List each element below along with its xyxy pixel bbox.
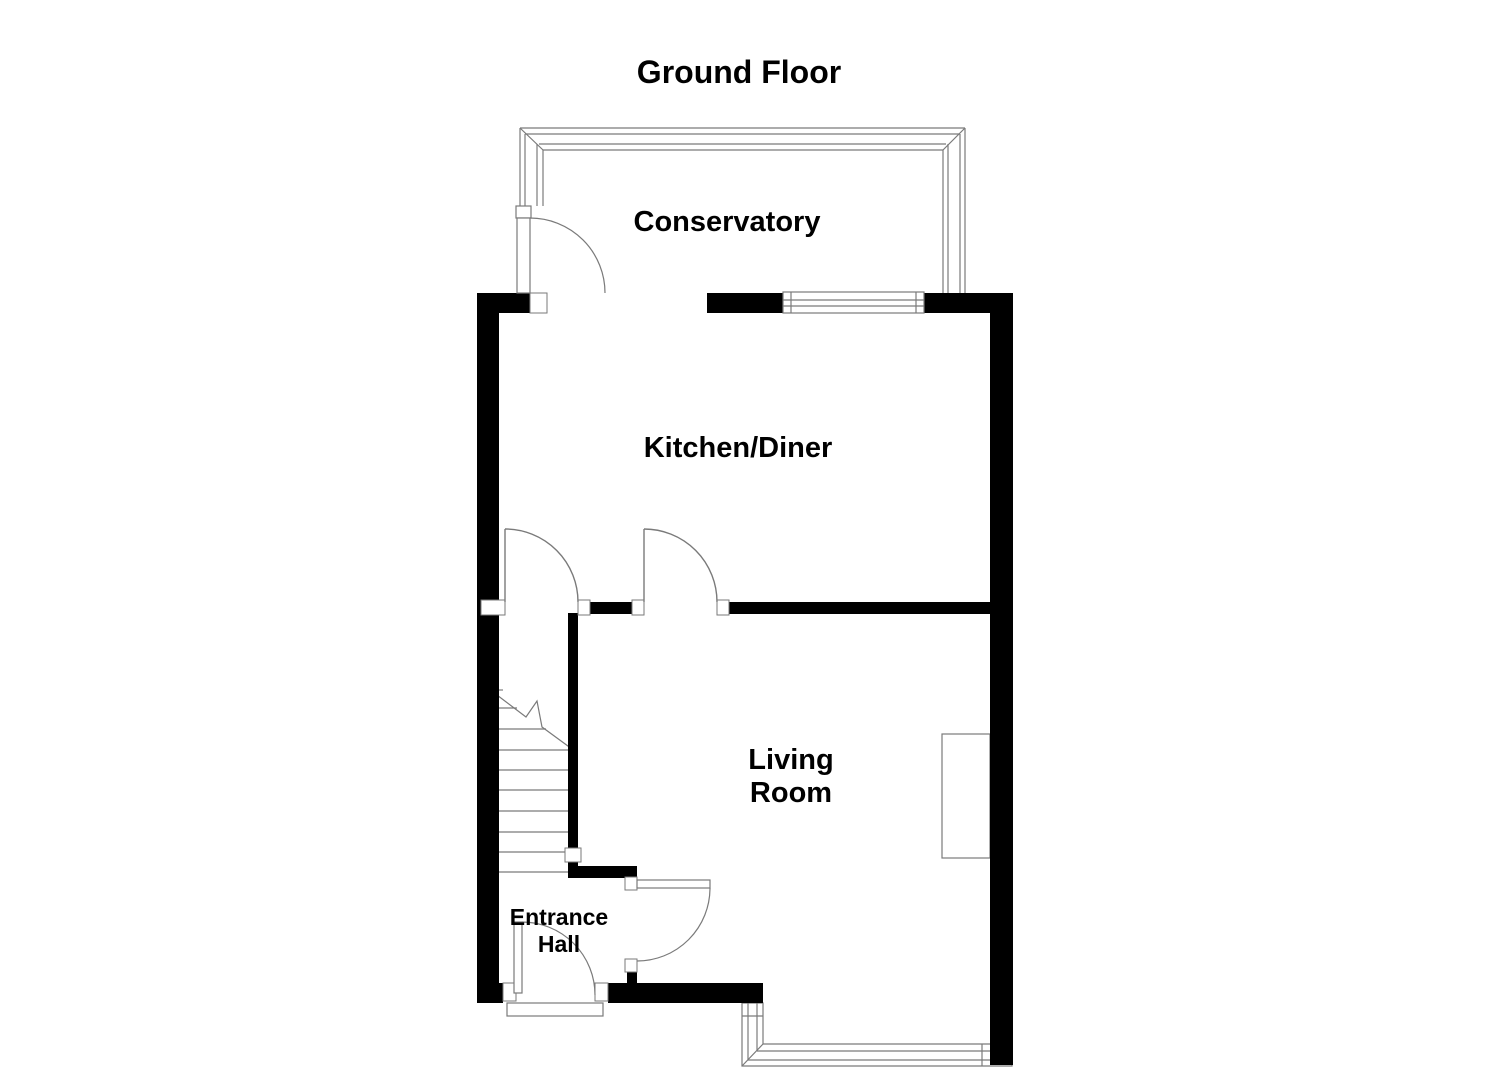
wall-top-right (920, 293, 993, 313)
walls (477, 293, 1013, 1065)
wall-hall-horizontal (568, 866, 637, 878)
kitchen-conservatory-window (782, 291, 925, 314)
wall-hall-divider (568, 613, 578, 848)
stair-break-line (492, 691, 573, 750)
door-swing-arc (636, 887, 711, 962)
door-swing-arc (529, 217, 606, 294)
wall-top-mid (707, 293, 787, 313)
front-door (513, 921, 596, 996)
wall-bottom-left (477, 983, 503, 1003)
door-swing-arc (504, 528, 579, 603)
wall-left (477, 293, 499, 1003)
conservatory-glazed-walls (519, 127, 966, 303)
wall-kitchen-bottom-a (590, 602, 632, 614)
door-swing-arc (643, 528, 718, 603)
room-label-living-room: Living Room (748, 744, 834, 809)
door-jambs (480, 292, 730, 1002)
kitchen-living-room-door (643, 528, 718, 603)
front-step (506, 1002, 604, 1017)
room-label-conservatory: Conservatory (633, 206, 821, 238)
living-room-door (636, 879, 711, 962)
staircase (492, 689, 573, 873)
door-swing-arc (521, 921, 596, 996)
living-room-bay-window (741, 1002, 1013, 1067)
wall-top-left (477, 293, 530, 313)
chimney-breast (941, 733, 991, 859)
wall-living-door-stub (627, 971, 637, 985)
wall-kitchen-bottom-b (729, 602, 990, 614)
room-label-entrance-hall: Entrance Hall (509, 904, 609, 957)
wall-bottom-mid (608, 983, 763, 1003)
room-label-kitchen-diner: Kitchen/Diner (643, 432, 833, 464)
wall-right (990, 293, 1013, 1065)
conservatory-door (515, 205, 606, 294)
kitchen-hall-door (504, 528, 579, 603)
page-title: Ground Floor (636, 54, 842, 90)
